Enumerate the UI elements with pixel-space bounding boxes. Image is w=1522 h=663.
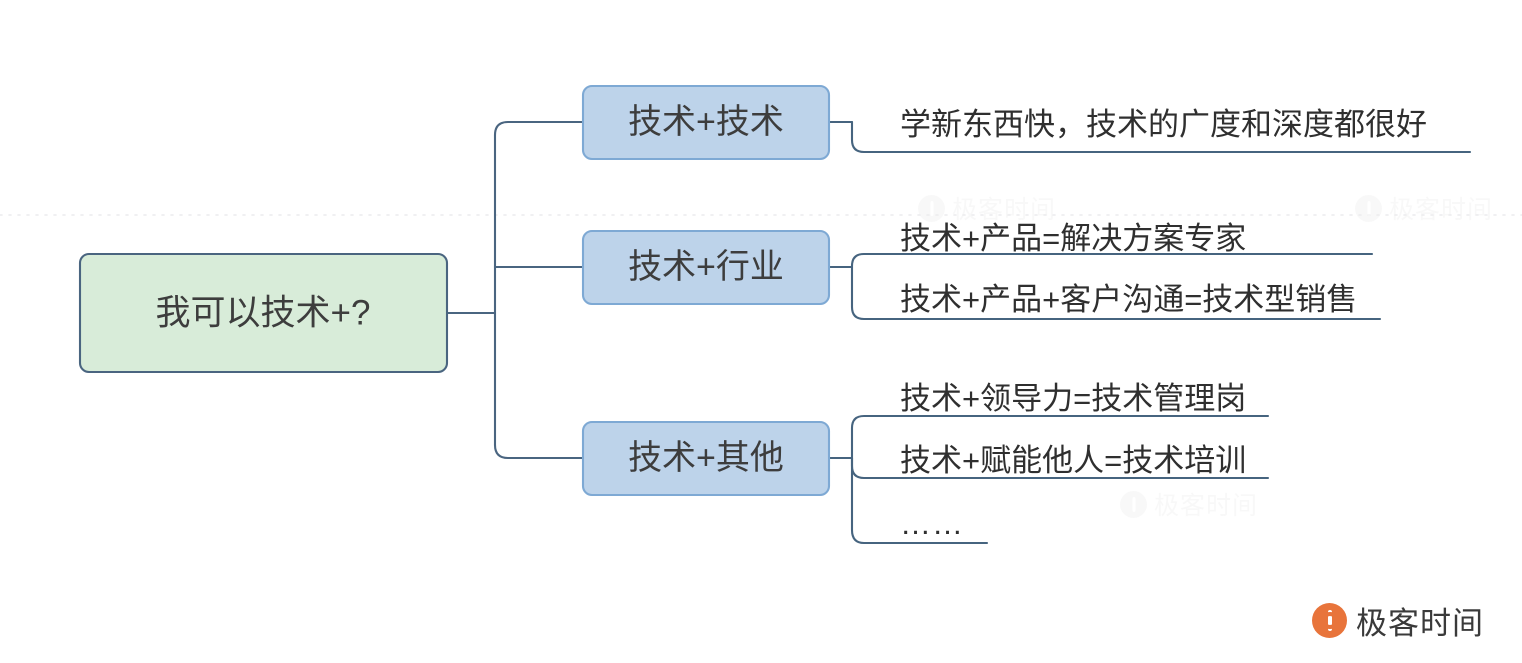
leaf-text-branch-2-2: 技术+产品+客户沟通=技术型销售: [900, 282, 1357, 317]
connector-branch-3-leaf-1: [850, 414, 1270, 460]
node-branch-2-box[interactable]: [581, 229, 831, 306]
brand-logo-label: 极客时间: [1356, 606, 1484, 641]
node-branch-2[interactable]: 技术+行业: [581, 229, 831, 306]
node-branch-2-label: 技术+行业: [628, 248, 784, 286]
node-root-box[interactable]: [78, 252, 449, 374]
node-root-label: 我可以技术+?: [156, 293, 371, 332]
leaf-text-branch-3-1: 技术+领导力=技术管理岗: [900, 381, 1246, 416]
leaf-text-branch-2-1: 技术+产品=解决方案专家: [900, 221, 1246, 256]
brand-logo: 极客时间: [1312, 598, 1484, 643]
node-root[interactable]: 我可以技术+?: [78, 252, 449, 374]
leaf-text-branch-3-2: 技术+赋能他人=技术培训: [900, 443, 1246, 478]
geekbang-logo-icon: [1312, 603, 1347, 638]
node-branch-3-label: 技术+其他: [628, 439, 784, 477]
node-branch-3[interactable]: 技术+其他: [581, 420, 831, 497]
connector-branch-2-leaf-2: [850, 265, 1382, 321]
node-branch-1-label: 技术+技术: [628, 103, 784, 141]
node-branch-3-box[interactable]: [581, 420, 831, 497]
node-branch-1[interactable]: 技术+技术: [581, 84, 831, 161]
leaf-text-branch-3-3: ……: [900, 506, 964, 541]
leaf-text-branch-1-1: 学新东西快，技术的广度和深度都很好: [900, 107, 1427, 142]
connector-root-to-branch-1: [493, 120, 585, 137]
connector-root-to-branch-3: [493, 443, 585, 460]
connector-branch-1-leaf-1: [850, 120, 1472, 154]
connector-branch-3-leaf-3: [850, 456, 989, 545]
node-branch-1-box[interactable]: [581, 84, 831, 161]
